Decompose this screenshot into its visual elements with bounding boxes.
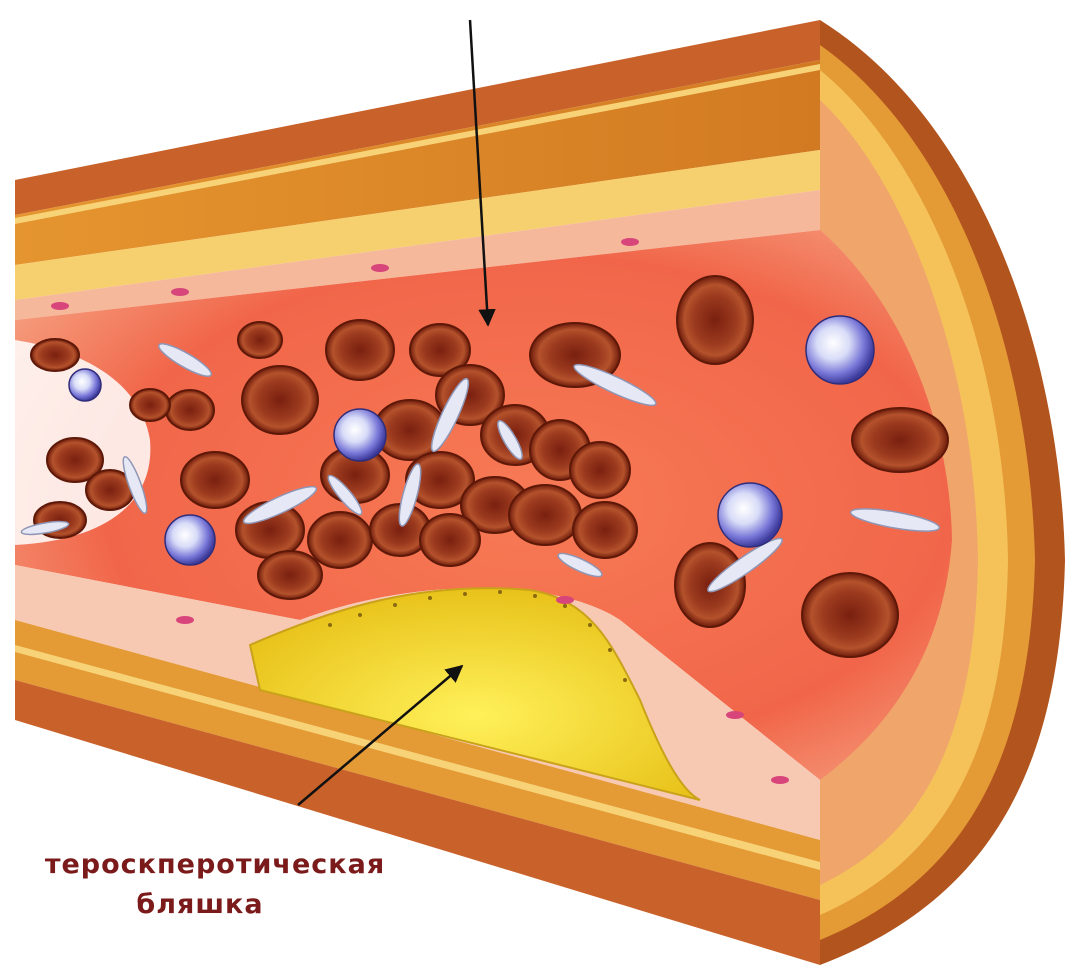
plaque-label-line1: тероскперотическая xyxy=(45,849,385,880)
plaque-label-line2: бляшка xyxy=(136,889,263,920)
